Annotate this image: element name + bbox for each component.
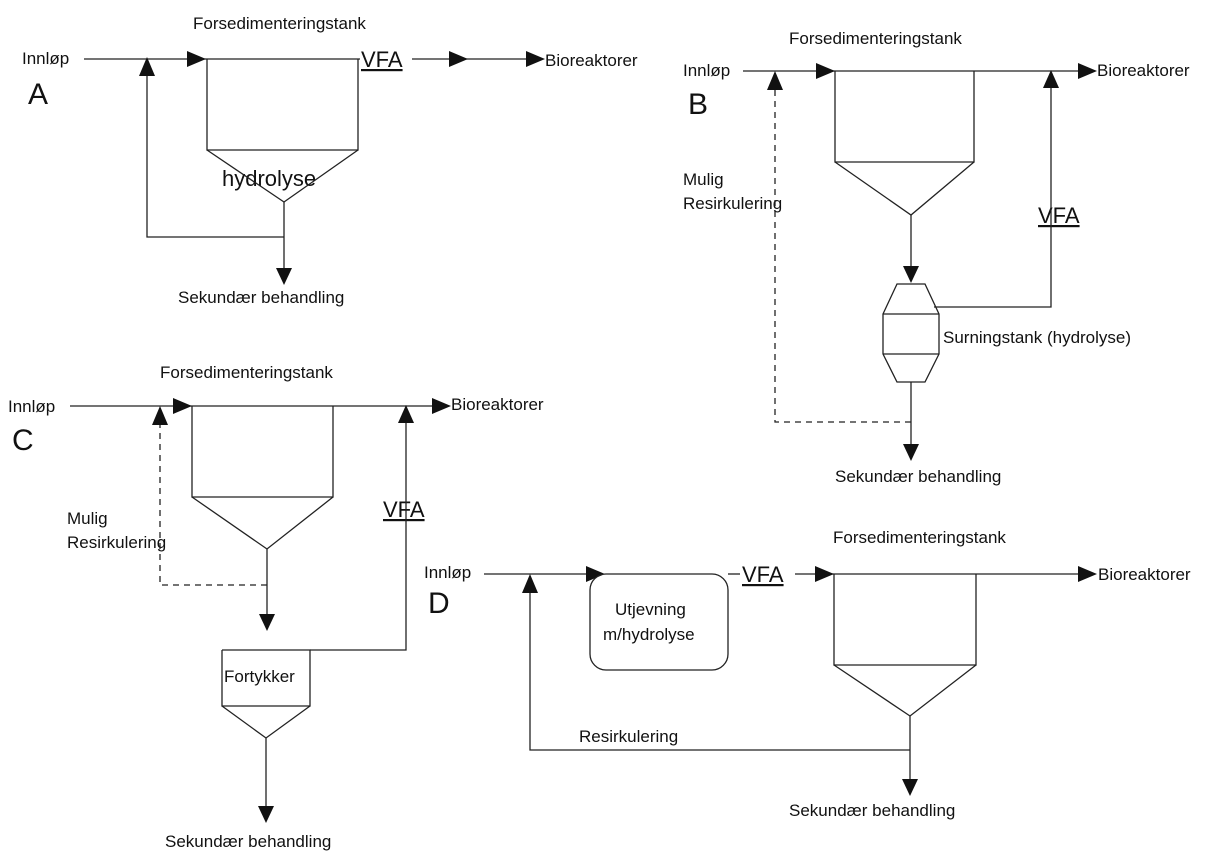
flow-arrow-a2: [449, 51, 468, 67]
outlet-label-b: Bioreaktorer: [1097, 61, 1190, 80]
equalization-tank-d: [589, 573, 729, 671]
flow-arrow-d1: [586, 566, 605, 582]
tank-label-b: Forsedimenteringstank: [789, 29, 962, 48]
flow-arrow-c1: [173, 398, 192, 414]
down-arrow-c: [259, 614, 275, 631]
recirc-label-d: Resirkulering: [579, 727, 678, 746]
vfa-label-c: VFA: [383, 497, 425, 522]
outlet-label-d: Bioreaktorer: [1098, 565, 1191, 584]
down-arrow-b: [903, 266, 919, 283]
tank-body-c: [191, 406, 334, 498]
secondary-arrow-c: [258, 806, 274, 823]
letter-c: C: [12, 424, 34, 457]
tank-cone-b: [834, 161, 975, 216]
acid-tank-label-b: Surningstank (hydrolyse): [943, 328, 1131, 347]
recirc-label-c1: Mulig: [67, 509, 108, 528]
flow-arrow-a1: [187, 51, 206, 67]
recirc-arrow-b: [767, 71, 783, 90]
diagram-d: Innløp D Utjevning m/hydrolyse VFA Forse…: [424, 528, 1191, 820]
flow-arrow-d3: [1078, 566, 1097, 582]
vfa-line-b: [934, 86, 1052, 308]
inlet-label-b: Innløp: [683, 61, 730, 80]
secondary-arrow-b: [903, 444, 919, 461]
thickener-label-c: Fortykker: [224, 667, 295, 686]
recirc-label-b2: Resirkulering: [683, 194, 782, 213]
recirc-line-d: [529, 592, 910, 751]
equalization-label-d2: m/hydrolyse: [603, 625, 695, 644]
flow-arrow-b2: [1078, 63, 1097, 79]
diagram-b: Innløp B Forsedimenteringstank Bioreakto…: [683, 29, 1190, 486]
equalization-label-d1: Utjevning: [615, 600, 686, 619]
recirc-arrow-d: [522, 574, 538, 593]
acid-tank-b: [882, 283, 940, 383]
secondary-arrow-d: [902, 779, 918, 796]
secondary-label-a: Sekundær behandling: [178, 288, 344, 307]
tank-cone-d: [833, 664, 977, 717]
thickener-cone-c: [221, 705, 311, 739]
tank-body-a: [206, 59, 359, 151]
tank-label-d: Forsedimenteringstank: [833, 528, 1006, 547]
diagram-c: Innløp C Forsedimenteringstank Bioreakto…: [8, 363, 544, 851]
secondary-label-c: Sekundær behandling: [165, 832, 331, 851]
vfa-label-d: VFA: [742, 562, 784, 587]
recirc-dashed-b: [774, 88, 911, 423]
diagram-a: Innløp A Forsedimenteringstank VFA Biore…: [22, 14, 638, 307]
vfa-label-a: VFA: [361, 47, 403, 72]
secondary-label-b: Sekundær behandling: [835, 467, 1001, 486]
flow-arrow-b1: [816, 63, 835, 79]
recirc-arrow-a: [139, 57, 155, 76]
recirc-dashed-c: [159, 424, 267, 586]
letter-b: B: [688, 88, 708, 121]
secondary-label-d: Sekundær behandling: [789, 801, 955, 820]
tank-label-c: Forsedimenteringstank: [160, 363, 333, 382]
recirc-label-c2: Resirkulering: [67, 533, 166, 552]
vfa-arrow-b: [1043, 70, 1059, 88]
inlet-label-d: Innløp: [424, 563, 471, 582]
letter-d: D: [428, 587, 450, 620]
flow-arrow-c2: [432, 398, 451, 414]
tank-body-d: [833, 574, 977, 666]
secondary-arrow-a: [276, 268, 292, 285]
tank-label-a: Forsedimenteringstank: [193, 14, 366, 33]
vfa-arrow-c: [398, 405, 414, 423]
vfa-label-b: VFA: [1038, 203, 1080, 228]
recirc-arrow-c: [152, 406, 168, 425]
flow-arrow-a3: [526, 51, 545, 67]
vfa-line-c: [310, 420, 407, 651]
flow-arrow-d2: [815, 566, 834, 582]
recirc-line-a: [146, 72, 284, 238]
tank-body-b: [834, 71, 975, 163]
tank-cone-c: [191, 496, 334, 550]
letter-a: A: [28, 78, 48, 111]
outlet-label-c: Bioreaktorer: [451, 395, 544, 414]
recirc-label-b1: Mulig: [683, 170, 724, 189]
outlet-label-a: Bioreaktorer: [545, 51, 638, 70]
inlet-label-a: Innløp: [22, 49, 69, 68]
inlet-label-c: Innløp: [8, 397, 55, 416]
